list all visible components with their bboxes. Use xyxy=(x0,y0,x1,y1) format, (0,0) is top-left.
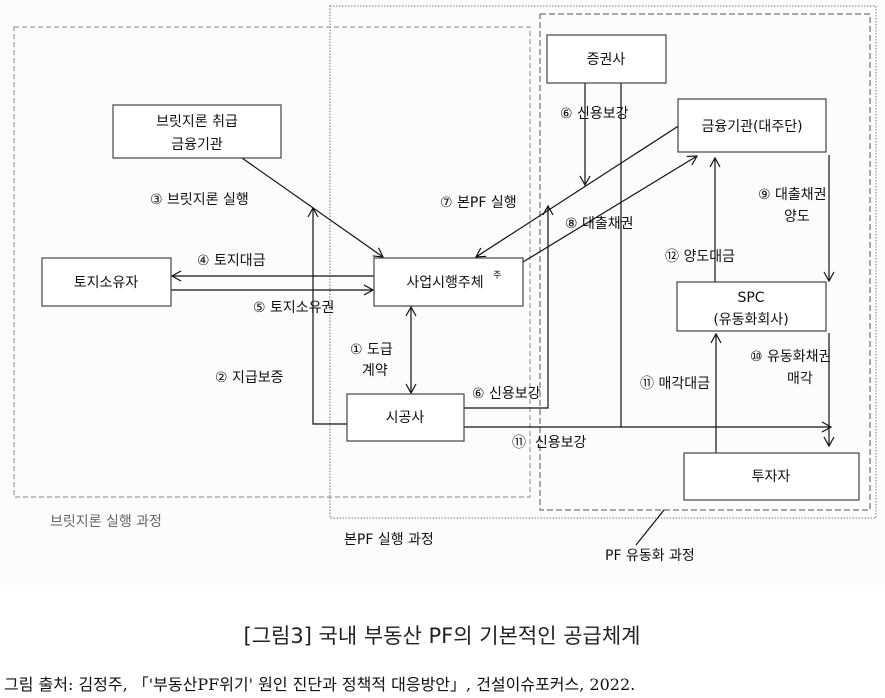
label-sale-payment: ⑪ 매각대금 xyxy=(640,376,710,392)
securitization-region xyxy=(539,13,871,511)
label-main-pf: ⑦ 본PF 실행 xyxy=(440,195,517,211)
svg-text:주: 주 xyxy=(493,270,501,281)
label-claim-transfer-2: 양도 xyxy=(784,209,810,225)
svg-text:(유동화회사): (유동화회사) xyxy=(713,312,788,328)
svg-text:증권사: 증권사 xyxy=(587,52,626,68)
label-claim-transfer-1: ⑨ 대출채권 xyxy=(758,187,827,203)
label-investor-credit: ⑪ 신용보강 xyxy=(512,435,587,451)
svg-text:사업시행주체: 사업시행주체 xyxy=(406,275,483,291)
region-label-bridge: 브릿지론 실행 과정 xyxy=(50,514,162,530)
svg-text:토지소유자: 토지소유자 xyxy=(74,275,139,291)
main-pf-arrow xyxy=(474,124,681,258)
node-securities: 증권사 xyxy=(546,34,667,84)
label-contract-2: 계약 xyxy=(362,363,388,379)
label-abs-sale-1: ⑩ 유동화채권 xyxy=(750,349,831,365)
region-leader-line xyxy=(635,509,665,546)
contractor-credit-arrow xyxy=(464,204,554,409)
region-label-mainpf: 본PF 실행 과정 xyxy=(344,532,434,548)
svg-text:금융기관: 금융기관 xyxy=(171,137,223,153)
node-investor: 투자자 xyxy=(683,452,860,501)
figure-source: 그림 출처: 김정주, 「'부동산PF위기' 원인 진단과 정책적 대응방안」,… xyxy=(4,675,635,694)
node-lender: 금융기관(대주단) xyxy=(677,98,827,153)
label-land-payment: ④ 토지대금 xyxy=(197,253,266,269)
node-contractor: 시공사 xyxy=(346,393,465,442)
node-developer: 사업시행주체 주 xyxy=(373,257,524,307)
flow-labels: ③ 브릿지론 실행 ⑦ 본PF 실행 ④ 토지대금 ⑤ 토지소유권 ① 도급 계… xyxy=(150,106,831,451)
node-bridge-lender: 브릿지론 취급 금융기관 xyxy=(112,104,282,159)
svg-text:시공사: 시공사 xyxy=(386,410,425,426)
node-landowner: 토지소유자 xyxy=(41,257,172,307)
label-transfer-payment: ⑫ 양도대금 xyxy=(665,249,735,265)
flow-lines xyxy=(170,83,835,453)
node-spc: SPC (유동화회사) xyxy=(676,281,827,332)
label-contract-1: ① 도급 xyxy=(350,342,393,358)
label-guarantee: ② 지급보증 xyxy=(215,370,284,386)
svg-text:브릿지론 취급: 브릿지론 취급 xyxy=(156,114,238,130)
label-loan-claim: ⑧ 대출채권 xyxy=(565,216,634,232)
bridge-region xyxy=(13,26,531,498)
svg-text:SPC: SPC xyxy=(737,290,764,306)
label-contractor-credit: ⑥ 신용보강 xyxy=(472,386,541,402)
label-abs-sale-2: 매각 xyxy=(787,371,813,387)
svg-text:금융기관(대주단): 금융기관(대주단) xyxy=(701,119,802,135)
label-land-title: ⑤ 토지소유권 xyxy=(253,300,334,316)
mainpf-region xyxy=(329,5,877,519)
label-securities-credit: ⑥ 신용보강 xyxy=(560,106,629,122)
guarantee-arrow xyxy=(307,206,347,425)
label-bridge-loan: ③ 브릿지론 실행 xyxy=(150,192,249,208)
loan-claim-arrow xyxy=(522,155,699,263)
figure-caption: [그림3] 국내 부동산 PF의 기본적인 공급체계 xyxy=(244,624,641,648)
svg-text:투자자: 투자자 xyxy=(752,469,791,485)
region-label-securitization: PF 유동화 과정 xyxy=(605,548,695,564)
